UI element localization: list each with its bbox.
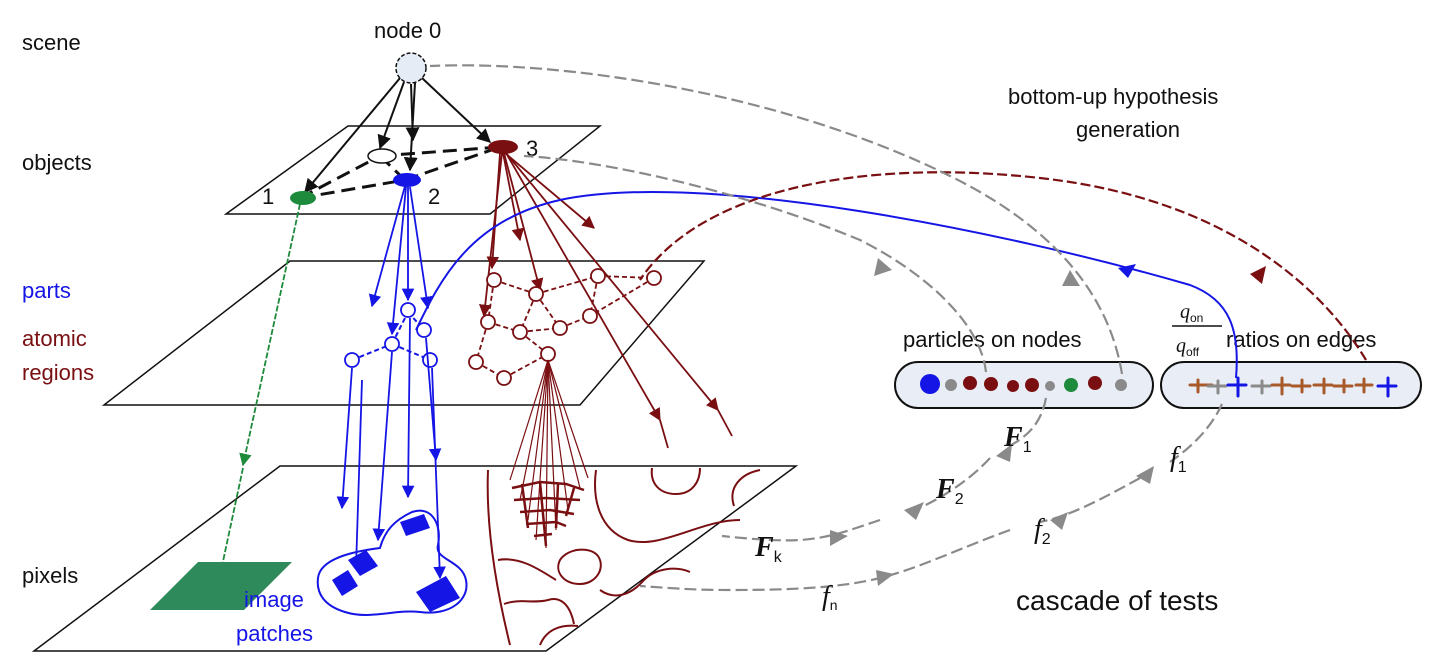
blue-patch-outline xyxy=(316,509,468,616)
image-patches-label-2: patches xyxy=(236,621,313,646)
pixels-plane xyxy=(31,465,799,652)
blue-feedback-arrowhead xyxy=(1118,264,1136,278)
bottom-up-label-2: generation xyxy=(1076,117,1180,142)
object-node-2 xyxy=(393,173,421,187)
gray-bottom-up-curves xyxy=(429,64,1124,375)
test-label-f2: f2 xyxy=(1034,514,1051,548)
gray-arrowhead-2 xyxy=(874,258,892,276)
object-label-3: 3 xyxy=(526,136,538,161)
bottom-up-label-1: bottom-up hypothesis xyxy=(1008,84,1218,109)
blue-part-relations xyxy=(351,311,431,361)
cascade-arrowhead-fn xyxy=(876,570,894,586)
cascade-arrowhead-f2 xyxy=(1050,512,1068,530)
gray-arrowhead-1 xyxy=(1062,270,1080,286)
green-link xyxy=(239,203,301,467)
level-label-objects: objects xyxy=(22,150,92,175)
node0-circle xyxy=(395,52,427,84)
object-relations xyxy=(299,145,501,200)
cascade-label: cascade of tests xyxy=(1016,585,1218,616)
particles-box xyxy=(894,361,1154,409)
blue-part-nodes xyxy=(344,302,438,368)
object-label-1: 1 xyxy=(262,184,274,209)
level-label-pixels: pixels xyxy=(22,563,78,588)
level-label-atomic: atomic xyxy=(22,326,87,351)
test-label-F1: F1 xyxy=(1003,422,1032,456)
blue-part-arrows xyxy=(368,185,433,336)
level-label-scene: scene xyxy=(22,30,81,55)
ratio-ticks xyxy=(1188,376,1398,398)
maroon-feedback-curve xyxy=(639,171,1367,361)
node0-label: node 0 xyxy=(374,18,441,43)
green-link-lower xyxy=(221,467,244,567)
parts-plane xyxy=(101,260,706,406)
ratio-denominator: qoff xyxy=(1176,335,1200,359)
object-label-2: 2 xyxy=(428,184,440,209)
test-label-f1: f1 xyxy=(1170,442,1187,476)
scene-object-arrows xyxy=(304,77,492,194)
level-label-parts: parts xyxy=(22,278,71,303)
blue-feedback-curve xyxy=(415,191,1238,379)
level-label-regions: regions xyxy=(22,360,94,385)
test-label-F2: F2 xyxy=(935,474,964,508)
maroon-region-arrows xyxy=(478,152,733,449)
maroon-region-nodes xyxy=(468,268,662,386)
ratios-label: ratios on edges xyxy=(1226,327,1376,352)
cascade-arrowhead-f1 xyxy=(1136,466,1154,484)
test-label-Fk: Fk xyxy=(754,532,783,566)
object-node-1 xyxy=(290,191,316,205)
cascade-arrowhead-F1 xyxy=(996,444,1012,462)
blue-image-patches xyxy=(332,514,460,612)
green-image-patch xyxy=(150,562,292,610)
region-boundaries xyxy=(486,467,761,646)
particles-label: particles on nodes xyxy=(903,327,1082,352)
cascade-arrowhead-F2 xyxy=(904,502,924,520)
particle-dots xyxy=(920,374,1127,394)
cascade-curves xyxy=(639,397,1223,592)
test-label-fn: fn xyxy=(822,581,838,613)
maroon-pixel-cluster xyxy=(511,480,585,547)
image-patches-label-1: image xyxy=(244,587,304,612)
cascade-arrowhead-Fk xyxy=(830,530,848,546)
maroon-feedback-arrowhead xyxy=(1250,266,1266,284)
maroon-pixel-fan xyxy=(509,359,589,549)
objects-plane xyxy=(223,125,603,215)
ratio-numerator: qon xyxy=(1180,301,1203,325)
object-node-empty xyxy=(367,148,397,164)
object-node-3 xyxy=(488,140,518,154)
